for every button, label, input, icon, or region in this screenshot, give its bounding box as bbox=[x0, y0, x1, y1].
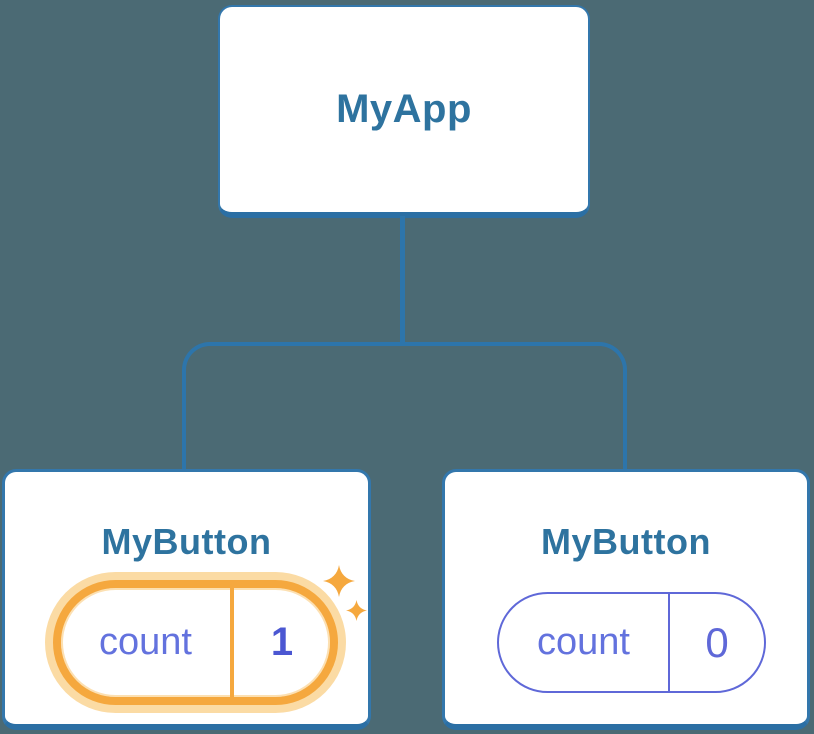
component-label-mybutton-1: MyButton bbox=[101, 521, 272, 562]
component-node-mybutton-1: MyButton count 1 bbox=[2, 469, 371, 730]
component-label-mybutton-2: MyButton bbox=[541, 521, 711, 562]
tree-connector-branch bbox=[182, 342, 627, 471]
state-value-label: 0 bbox=[705, 618, 729, 666]
state-value-cell: 0 bbox=[668, 594, 764, 691]
component-label-myapp: MyApp bbox=[336, 87, 472, 131]
state-name-cell: count bbox=[61, 588, 230, 697]
state-pill-plain: count 0 bbox=[497, 592, 766, 693]
state-value-cell: 1 bbox=[230, 588, 330, 697]
sparkle-large-icon bbox=[323, 565, 355, 597]
state-name-label: count bbox=[537, 621, 630, 663]
state-name-cell: count bbox=[499, 594, 668, 691]
state-pill-highlighted: count 1 bbox=[53, 580, 338, 705]
state-name-label: count bbox=[99, 621, 192, 663]
component-node-myapp: MyApp bbox=[218, 5, 590, 218]
tree-connector-stem bbox=[400, 216, 405, 344]
state-value-label: 1 bbox=[270, 620, 294, 664]
sparkle-small-icon bbox=[346, 600, 367, 621]
component-node-mybutton-2: MyButton count 0 bbox=[442, 469, 810, 730]
